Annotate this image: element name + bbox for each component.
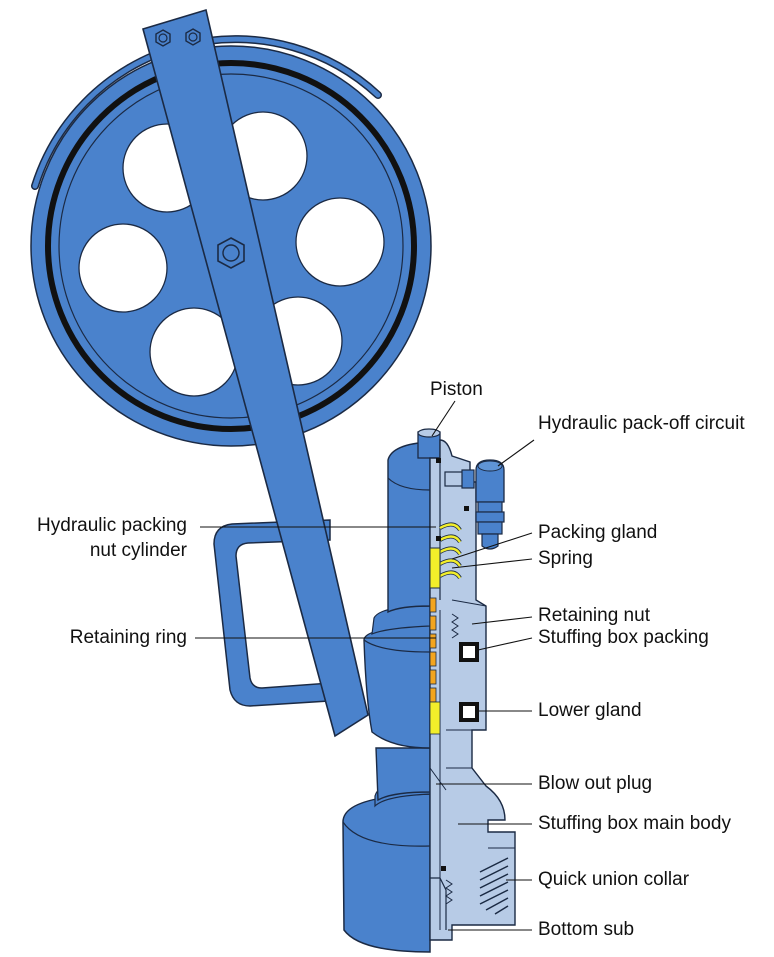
sheave-arm [142,8,369,738]
label-hydraulic-packing-nut-cylinder-1: Hydraulic packing [37,515,187,536]
leader-lines [195,400,535,931]
label-quick-union-collar: Quick union collar [538,869,690,890]
label-blow-out-plug: Blow out plug [538,773,653,794]
quick-union-threads [479,857,509,915]
hydraulic-fitting [444,459,505,550]
stuffing-box-seal [459,642,479,662]
label-lower-gland: Lower gland [538,700,642,721]
label-spring: Spring [538,548,593,569]
lower-gland-seal [459,702,479,722]
label-hydraulic-pack-off-circuit: Hydraulic pack-off circuit [538,413,745,434]
axle-nut [217,237,245,269]
arm-bolt-left [155,29,171,47]
label-packing-gland: Packing gland [538,522,658,543]
label-bottom-sub: Bottom sub [538,919,635,940]
label-piston: Piston [430,379,483,400]
wheel-hole-right [295,197,385,287]
arm-bolt-right [185,28,201,46]
wheel-hole-left [78,223,168,313]
label-retaining-ring: Retaining ring [69,627,187,648]
label-stuffing-box-packing: Stuffing box packing [538,627,709,648]
packing-spring [439,522,462,580]
label-stuffing-box-main-body: Stuffing box main body [538,813,731,834]
packing-segments [429,597,441,735]
stuffing-box [342,428,516,953]
label-hydraulic-packing-nut-cylinder-2: nut cylinder [89,540,187,561]
label-retaining-nut: Retaining nut [538,605,650,626]
